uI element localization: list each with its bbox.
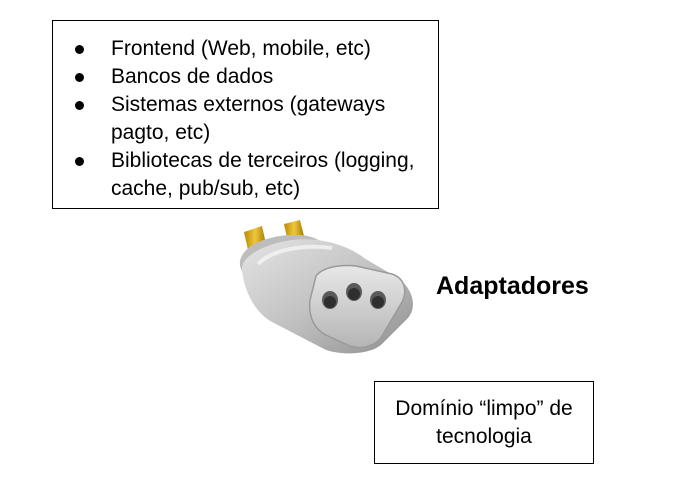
integration-list-box: Frontend (Web, mobile, etc) Bancos de da… xyxy=(52,20,439,209)
socket-face xyxy=(308,264,406,349)
list-item-text: Sistemas externos (gateways pagto, etc) xyxy=(111,93,386,144)
bullet-icon xyxy=(75,45,84,54)
domain-box: Domínio “limpo” de tecnologia xyxy=(374,381,594,464)
plug-adapter-icon xyxy=(239,220,413,354)
list-item-text: Frontend (Web, mobile, etc) xyxy=(111,37,371,60)
integration-list: Frontend (Web, mobile, etc) Bancos de da… xyxy=(75,35,428,203)
list-item: Bancos de dados xyxy=(75,63,428,91)
bullet-icon xyxy=(75,73,84,82)
list-item-text: Bibliotecas de terceiros (logging, cache… xyxy=(111,149,415,200)
list-item: Sistemas externos (gateways pagto, etc) xyxy=(75,91,428,147)
adapters-title: Adaptadores xyxy=(436,272,589,300)
list-item-text: Bancos de dados xyxy=(111,65,274,88)
list-item: Frontend (Web, mobile, etc) xyxy=(75,35,428,63)
bullet-icon xyxy=(75,101,84,110)
bullet-icon xyxy=(75,157,84,166)
list-item: Bibliotecas de terceiros (logging, cache… xyxy=(75,147,428,203)
domain-box-text: Domínio “limpo” de tecnologia xyxy=(395,396,573,448)
